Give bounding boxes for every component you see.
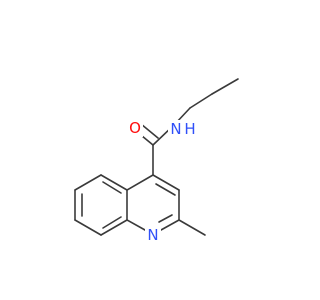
bond-c4a-c5-inner [102, 181, 122, 194]
bond-n1-c8a [126, 219, 146, 231]
bond-c7-c8 [74, 219, 102, 236]
bond-c4a-c4 [126, 174, 154, 191]
ring-nitrogen-label: N [147, 226, 158, 244]
bond-propyl-c2-c1 [189, 93, 213, 109]
bond-c4-c3-inner [155, 183, 176, 196]
bonds [74, 78, 239, 236]
bond-c8-c8a [100, 219, 128, 236]
bond-c4a-c5 [100, 174, 128, 191]
bond-c2-n1-inner [158, 214, 173, 223]
molecule-drawing: O N H N [74, 78, 239, 244]
bond-c8-c8a-inner [102, 216, 122, 229]
oxygen-label: O [129, 119, 141, 137]
amide-nitrogen-label-bg [168, 120, 198, 138]
bond-c2-n1 [160, 219, 180, 231]
bond-propyl-c3-c2 [211, 78, 239, 95]
oxygen-label-bg [127, 119, 143, 137]
structure-canvas: O N H N [74, 78, 239, 244]
ring-nitrogen-label-bg [145, 226, 161, 244]
bond-carbonyl-o-2 [140, 123, 159, 139]
amide-hydrogen-label: H [184, 120, 195, 138]
bond-c4-c3 [152, 174, 180, 191]
amide-nitrogen-label: N [170, 120, 181, 138]
atom-labels: O N H N [127, 119, 198, 244]
bond-c2-methyl [178, 219, 206, 236]
bond-c5-c6 [74, 174, 102, 191]
